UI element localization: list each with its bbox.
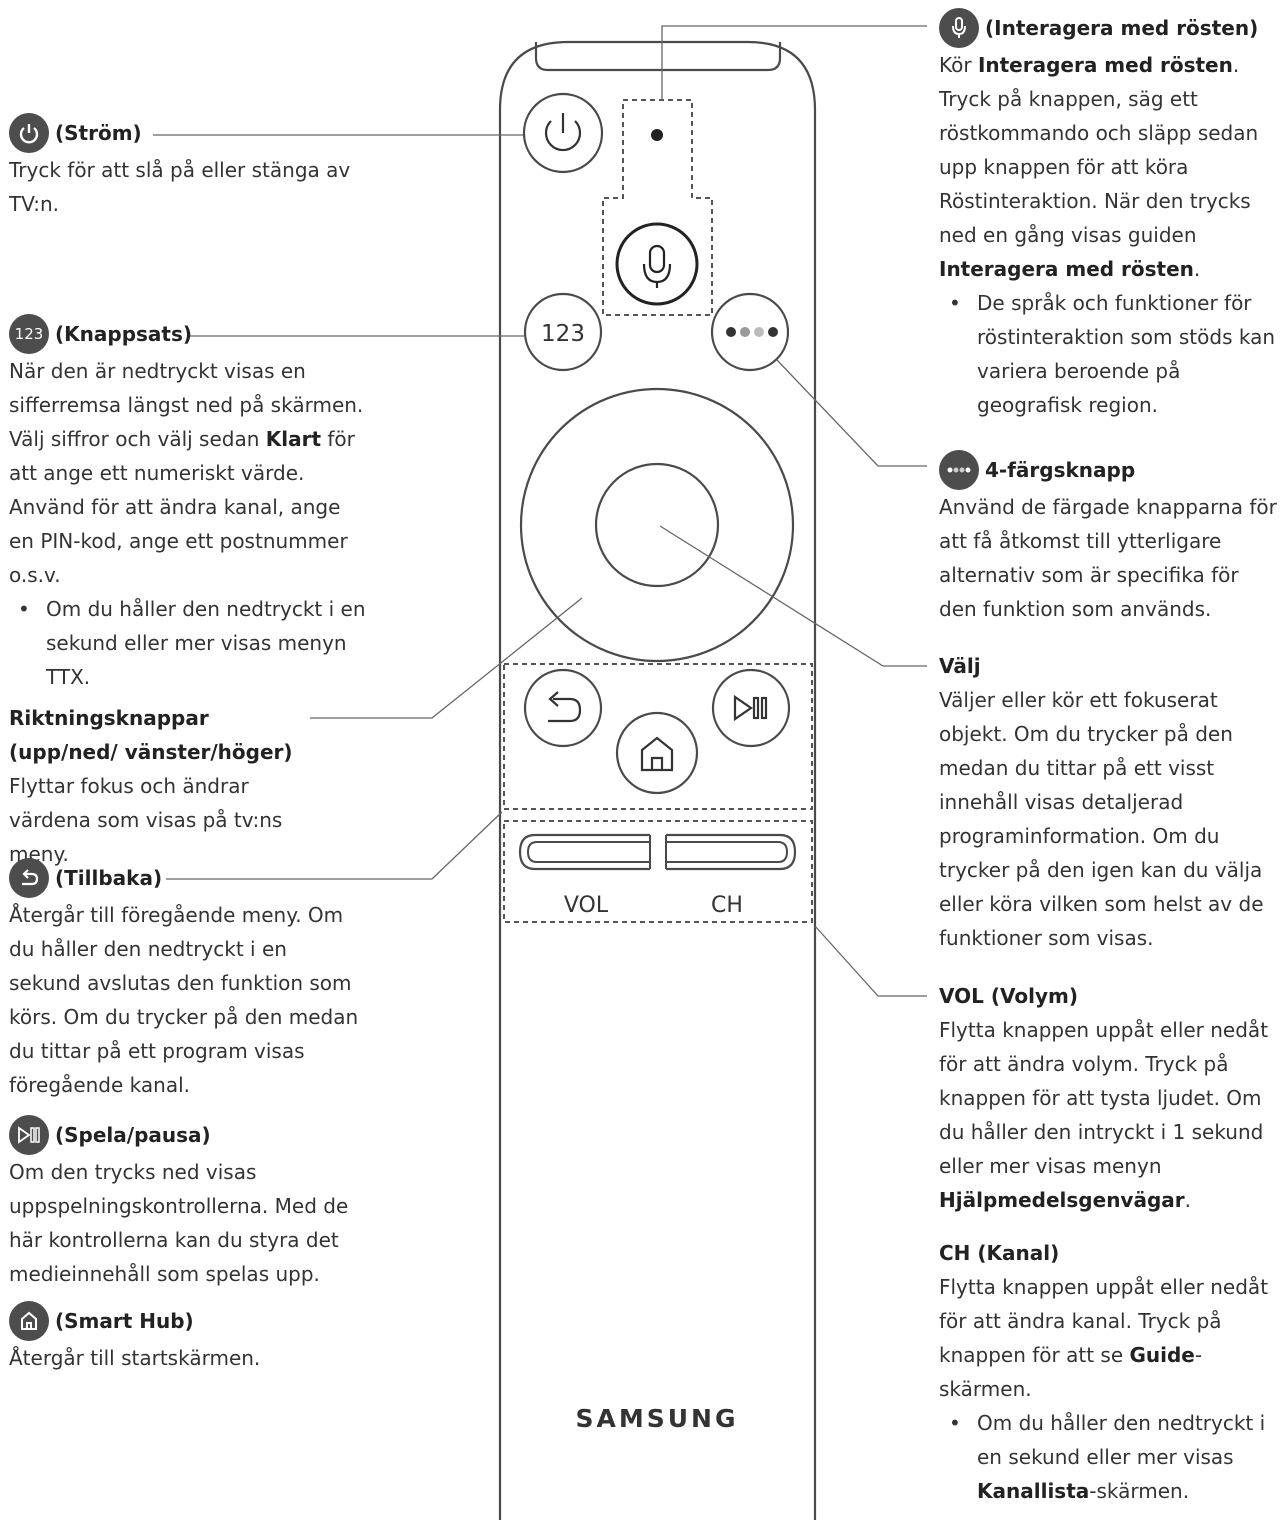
microphone-icon: [642, 244, 672, 288]
home-button[interactable]: [615, 711, 699, 795]
microphone-hole: [651, 129, 663, 141]
remote-top-rim: [534, 42, 782, 72]
voice-button[interactable]: [615, 222, 699, 306]
direction-desc: Flyttar fokus och ändrar värdena som vis…: [9, 774, 283, 866]
vol-label: VOL: [564, 893, 609, 918]
back-button[interactable]: [523, 668, 603, 748]
ch-bullet: Om du håller den nedtryckt i en sekund e…: [949, 1406, 1277, 1508]
smarthub-desc: Återgår till startskärmen.: [9, 1346, 261, 1370]
direction-title: Riktningsknappar (upp/ned/ vänster/höger…: [9, 706, 293, 764]
keypad-desc: När den är nedtryckt visas en sifferrems…: [9, 359, 364, 587]
play-pause-icon: [9, 1115, 49, 1155]
keypad-block: 123 (Knappsats) När den är nedtryckt vis…: [9, 314, 369, 694]
home-icon: [640, 736, 674, 772]
keypad-button-label: 123: [541, 321, 585, 347]
back-desc: Återgår till föregående meny. Om du håll…: [9, 903, 359, 1097]
leader-select: [659, 525, 927, 667]
leader-color: [776, 359, 927, 467]
keypad-bullet: Om du håller den nedtryckt i en sekund e…: [18, 592, 376, 694]
power-icon: [9, 113, 49, 153]
play-pause-button[interactable]: [711, 668, 791, 748]
color-title: 4-färgsknapp: [939, 450, 1281, 490]
brand-logo: SAMSUNG: [576, 1404, 739, 1433]
power-title: (Ström): [9, 113, 354, 153]
leader-direction: [310, 597, 583, 719]
playpause-desc: Om den trycks ned visas uppspelningskont…: [9, 1160, 349, 1286]
vol-block: VOL (Volym) Flytta knappen uppåt eller n…: [939, 979, 1281, 1217]
select-button[interactable]: [594, 462, 720, 588]
power-icon: [544, 120, 582, 152]
smarthub-block: (Smart Hub) Återgår till startskärmen.: [9, 1301, 359, 1375]
mic-dashed-area: [602, 99, 713, 316]
vol-rocker[interactable]: [518, 833, 651, 871]
smarthub-title: (Smart Hub): [9, 1301, 359, 1341]
back-block: (Tillbaka) Återgår till föregående meny.…: [9, 858, 359, 1102]
voice-desc: Kör Interagera med rösten. Tryck på knap…: [939, 53, 1259, 281]
back-icon: [548, 697, 582, 723]
keypad-title: 123 (Knappsats): [9, 314, 369, 354]
color-buttons-icon: [939, 450, 979, 490]
color-button[interactable]: [710, 292, 790, 372]
ch-rocker[interactable]: [665, 833, 797, 871]
voice-block: (Interagera med rösten) Kör Interagera m…: [939, 8, 1281, 422]
power-block: (Ström) Tryck för att slå på eller stäng…: [9, 113, 354, 221]
back-title: (Tillbaka): [9, 858, 359, 898]
home-icon: [9, 1301, 49, 1341]
color-desc: Använd de färgade knapparna för att få å…: [939, 495, 1277, 621]
ch-title: CH (Kanal): [939, 1241, 1060, 1265]
direction-block: Riktningsknappar (upp/ned/ vänster/höger…: [9, 701, 329, 871]
volch-dashed-area: [503, 820, 813, 923]
leader-vol: [814, 925, 927, 997]
playpause-title: (Spela/pausa): [9, 1115, 359, 1155]
vol-title: VOL (Volym): [939, 984, 1078, 1008]
leader-back: [166, 811, 503, 880]
keypad-icon: 123: [9, 314, 49, 354]
leader-voice: [661, 25, 927, 100]
select-desc: Väljer eller kör ett fokuserat objekt. O…: [939, 688, 1264, 950]
select-block: Välj Väljer eller kör ett fokuserat obje…: [939, 649, 1284, 955]
select-title: Välj: [939, 654, 981, 678]
ch-block: CH (Kanal) Flytta knappen uppåt eller ne…: [939, 1236, 1281, 1508]
keypad-button[interactable]: 123: [523, 292, 603, 372]
nav-dashed-area: [503, 663, 813, 810]
ch-desc: Flytta knappen uppåt eller nedåt för att…: [939, 1275, 1269, 1401]
voice-title: (Interagera med rösten): [939, 8, 1281, 48]
play-pause-icon: [733, 694, 768, 722]
power-button[interactable]: [522, 92, 604, 174]
playpause-block: (Spela/pausa) Om den trycks ned visas up…: [9, 1115, 359, 1291]
power-desc: Tryck för att slå på eller stänga av TV:…: [9, 158, 351, 216]
microphone-icon: [939, 8, 979, 48]
vol-desc: Flytta knappen uppåt eller nedåt för att…: [939, 1018, 1269, 1212]
remote-body: [498, 40, 817, 1520]
ch-label: CH: [711, 893, 743, 918]
color-block: 4-färgsknapp Använd de färgade knapparna…: [939, 450, 1281, 626]
back-icon: [9, 858, 49, 898]
voice-bullet: De språk och funktioner för röstinterakt…: [949, 286, 1277, 422]
